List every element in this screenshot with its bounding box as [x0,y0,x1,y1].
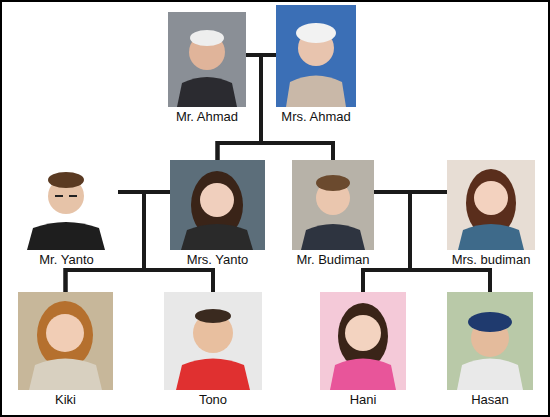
person-name: Mrs. Yanto [185,252,251,268]
portrait-photo [320,292,406,390]
person-node: Mr. Ahmad [168,12,246,125]
person-node: Mr. Yanto [15,158,118,268]
person-name: Hasan [469,392,511,408]
person-name: Mrs. budiman [450,252,533,268]
portrait-photo [170,160,265,250]
person-node: Mrs. Ahmad [276,5,356,125]
photo-ground [276,5,356,107]
suit [301,224,365,250]
suit [177,77,237,107]
shirt [286,76,346,108]
photo-ground [164,292,262,390]
family-line [363,192,447,292]
face [46,314,84,352]
photo-ground [447,160,535,250]
portrait-photo [447,160,535,250]
shirt [458,224,524,250]
cap [468,312,512,332]
photo-ground [15,158,118,250]
person-name: Hani [348,392,379,408]
face [345,315,381,351]
face [474,181,508,215]
portrait-photo [292,160,374,250]
portrait-photo [18,292,113,390]
person-node: Mr. Budiman [292,160,374,268]
photo-ground [18,292,113,390]
person-name: Tono [197,392,229,408]
person-name: Mrs. Ahmad [279,109,352,125]
family-line [363,192,410,292]
shirt [29,359,102,391]
hair [296,23,336,43]
photo-ground [168,12,246,107]
shirt [457,359,523,391]
family-line [374,192,490,292]
hair [190,30,224,46]
person-name: Kiki [53,392,78,408]
portrait-photo [168,12,246,107]
family-line [144,192,213,292]
person-node: Mrs. Yanto [170,160,265,268]
photo-ground [320,292,406,390]
family-line [261,55,333,160]
family-line [118,192,213,292]
portrait-photo [164,292,262,390]
person-node: Kiki [18,292,113,408]
family-line [410,192,490,292]
person-node: Hani [320,292,406,408]
family-line [66,192,171,292]
family-line [66,192,145,292]
face [200,183,234,217]
person-name: Mr. Ahmad [174,109,240,125]
photo-ground [170,160,265,250]
person-name: Mr. Budiman [295,252,372,268]
shirt [176,359,250,391]
portrait-photo [276,5,356,107]
person-name: Mr. Yanto [37,252,95,268]
family-line [246,55,333,160]
person-node: Hasan [447,292,533,408]
person-node: Tono [164,292,262,408]
shirt [330,359,396,391]
portrait-photo [15,158,118,250]
shirt [181,224,253,250]
photo-ground [292,160,374,250]
portrait-photo [447,292,533,390]
shirt [27,222,105,250]
glasses [55,195,77,197]
person-node: Mrs. budiman [447,160,535,268]
photo-ground [447,292,533,390]
hair [48,172,84,188]
hair [316,175,350,191]
hair [195,309,231,323]
